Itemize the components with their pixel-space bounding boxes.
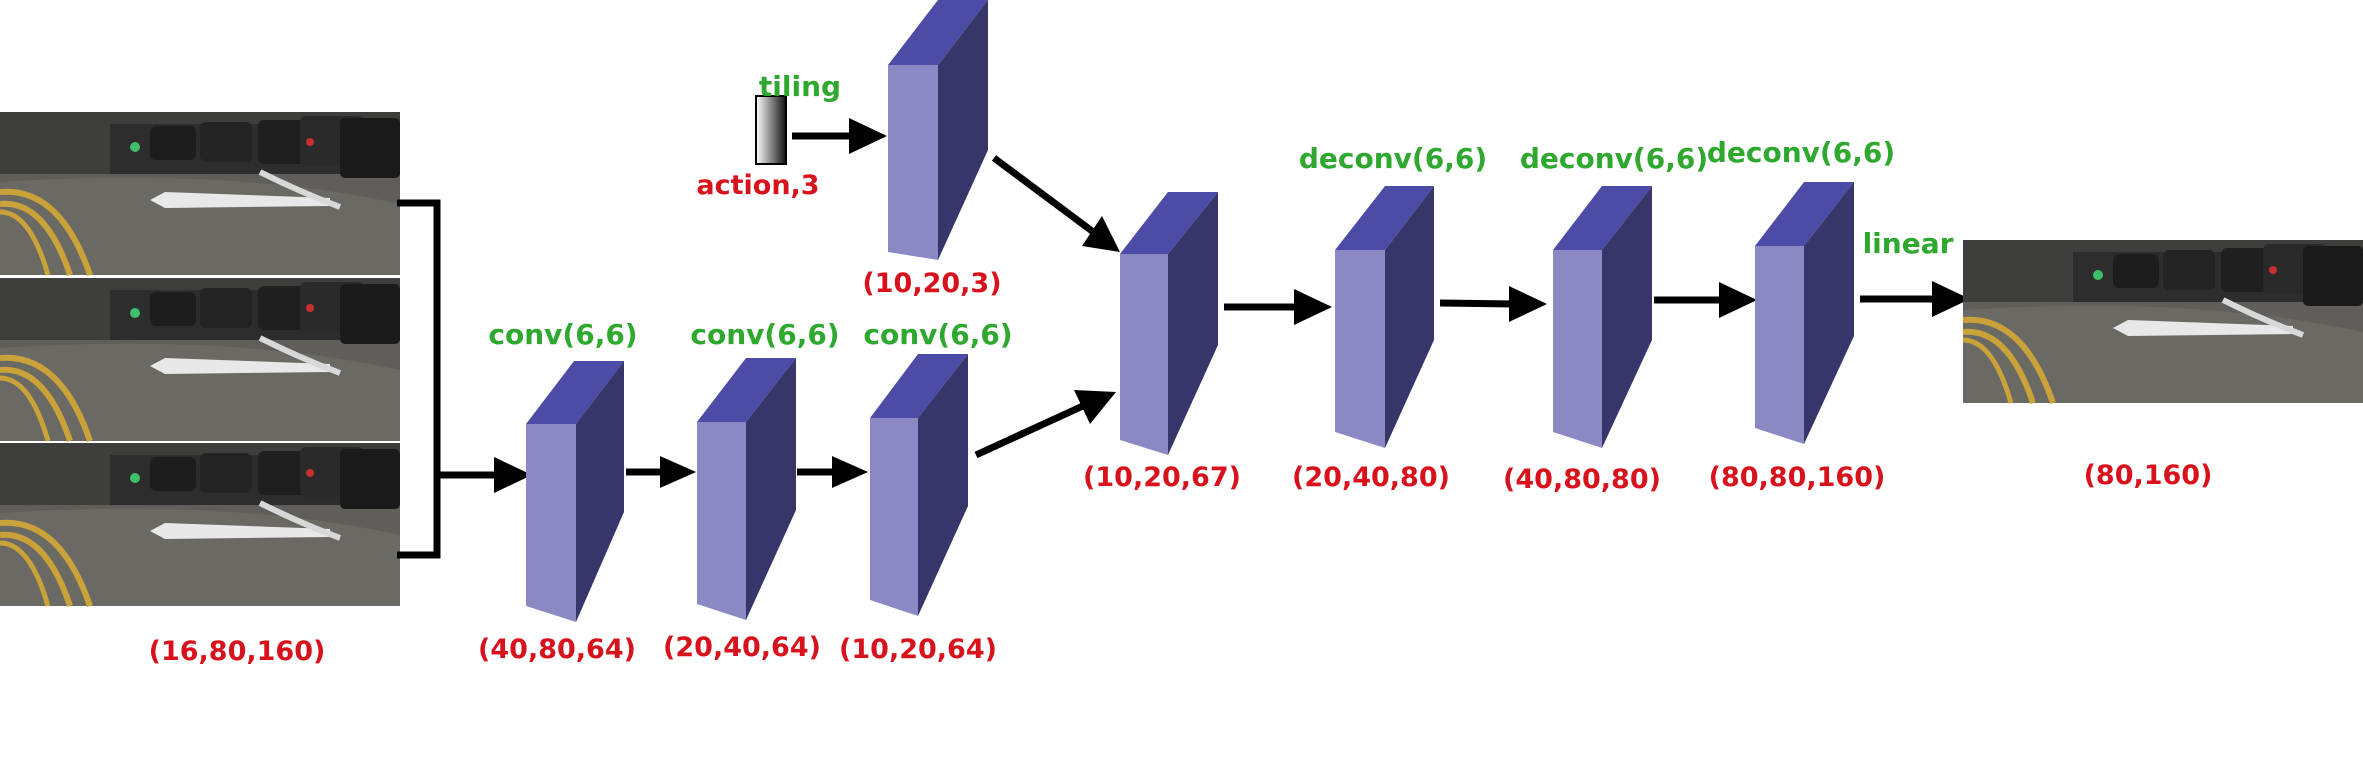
deconv3-op-label: deconv(6,6) <box>1707 136 1895 169</box>
deconv-block-2 <box>1553 186 1652 448</box>
input-bracket <box>397 199 441 559</box>
input-frame-1 <box>0 112 400 275</box>
output-shape-label: (80,160) <box>2084 460 2213 491</box>
conv3-shape-label: (10,20,64) <box>839 634 997 665</box>
arrow-merge-to-deconv1 <box>1224 289 1332 325</box>
deconv2-op-label: deconv(6,6) <box>1520 142 1708 175</box>
input-frames <box>0 112 400 606</box>
arrow-conv1-to-conv2 <box>626 456 696 488</box>
deconv-block-1 <box>1335 186 1434 448</box>
arrow-deconv3-to-output <box>1860 281 1970 317</box>
linear-op-label: linear <box>1863 227 1954 260</box>
arrow-deconv2-to-deconv3 <box>1654 282 1757 318</box>
deconv-block-3 <box>1755 182 1854 444</box>
arrow-action-to-tiling <box>792 118 887 154</box>
conv3-op-label: conv(6,6) <box>863 318 1012 351</box>
conv-block-2 <box>697 358 796 620</box>
deconv1-op-label: deconv(6,6) <box>1299 142 1487 175</box>
arrow-tiling-to-merge <box>991 155 1120 252</box>
input-frame-3 <box>0 443 400 606</box>
conv1-shape-label: (40,80,64) <box>478 634 636 665</box>
action-label: action,3 <box>696 170 819 201</box>
input-frame-2 <box>0 278 400 441</box>
action-vector-icon <box>755 95 787 165</box>
arrow-input-to-conv1 <box>437 457 532 493</box>
merge-shape-label: (10,20,67) <box>1083 462 1241 493</box>
merge-block <box>1120 192 1218 455</box>
conv-block-3 <box>870 354 968 616</box>
output-frame <box>1963 240 2363 403</box>
conv-block-1 <box>526 361 624 622</box>
tiling-shape-label: (10,20,3) <box>862 268 1001 299</box>
conv2-shape-label: (20,40,64) <box>663 632 821 663</box>
input-shape-label: (16,80,160) <box>149 636 326 667</box>
arrow-conv3-to-merge <box>974 390 1116 459</box>
deconv3-shape-label: (80,80,160) <box>1709 462 1886 493</box>
arrow-conv2-to-conv3 <box>797 456 868 488</box>
tiling-op-label: tiling <box>759 70 841 103</box>
conv2-op-label: conv(6,6) <box>690 318 839 351</box>
conv1-op-label: conv(6,6) <box>488 318 637 351</box>
tiling-block <box>888 0 988 260</box>
deconv1-shape-label: (20,40,80) <box>1292 462 1450 493</box>
arrow-deconv1-to-deconv2 <box>1439 286 1547 322</box>
deconv2-shape-label: (40,80,80) <box>1503 464 1661 495</box>
